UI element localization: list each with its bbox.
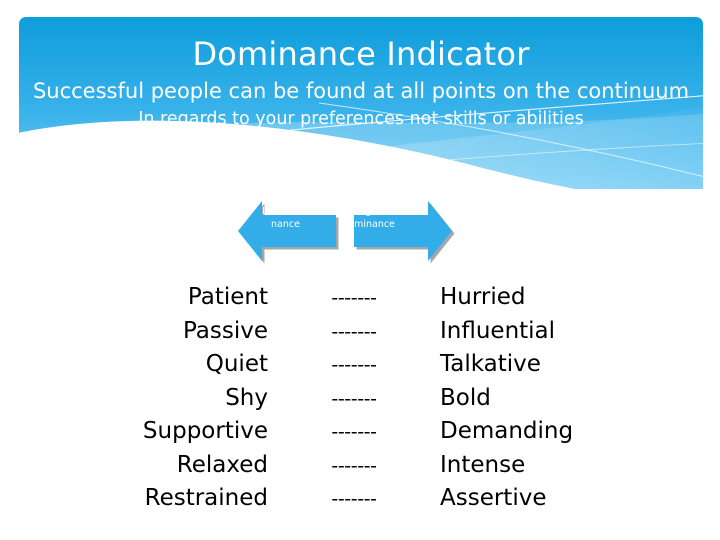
trait-left: Restrained — [144, 485, 268, 511]
banner-swoosh-graphic — [19, 17, 703, 189]
trait-right: Influential — [440, 317, 556, 344]
trait-right: Demanding — [440, 418, 574, 444]
dash-separator: ------- — [331, 287, 377, 309]
trait-right: Assertive — [440, 485, 547, 511]
continuum-row: Patient ------- Hurried — [0, 281, 720, 315]
continuum-list: Patient ------- Hurried Passive ------- … — [0, 281, 720, 516]
trait-right: Bold — [440, 384, 491, 411]
trait-left: Relaxed — [176, 451, 268, 478]
header-banner: Dominance Indicator Successful people ca… — [19, 17, 703, 189]
banner-hairline-1 — [19, 94, 703, 166]
dash-separator: ------- — [331, 320, 377, 343]
banner-hairline-2 — [318, 102, 703, 180]
continuum-row: Restrained ------- Assertive — [0, 482, 720, 516]
dash-separator: ------- — [331, 454, 377, 477]
trait-right: Intense — [440, 451, 526, 478]
trait-left: Passive — [182, 317, 268, 344]
banner-white-fill — [19, 122, 703, 189]
low-dominance-arrow — [238, 201, 336, 261]
dash-separator: ------- — [331, 421, 377, 443]
high-dominance-arrow — [354, 201, 452, 261]
continuum-row: Shy ------- Bold — [0, 382, 720, 416]
trait-left: Shy — [225, 384, 268, 411]
trait-right: Talkative — [440, 351, 541, 377]
dash-separator: ------- — [331, 488, 377, 510]
continuum-row: Passive ------- Influential — [0, 315, 720, 349]
trait-right: Hurried — [440, 284, 526, 310]
banner-hairline-3 — [168, 142, 703, 186]
trait-left: Supportive — [142, 418, 268, 444]
dash-separator: ------- — [331, 354, 377, 376]
continuum-row: Quiet ------- Talkative — [0, 348, 720, 382]
banner-pale-wave-2 — [319, 105, 703, 189]
trait-left: Quiet — [205, 351, 268, 377]
arrow-shapes-graphic — [238, 201, 452, 261]
continuum-row: Relaxed ------- Intense — [0, 449, 720, 483]
trait-left: Patient — [187, 284, 268, 310]
continuum-row: Supportive ------- Demanding — [0, 415, 720, 449]
dash-separator: ------- — [331, 387, 377, 410]
dominance-scale-arrows: Low Dominance High Dominance — [232, 193, 458, 273]
